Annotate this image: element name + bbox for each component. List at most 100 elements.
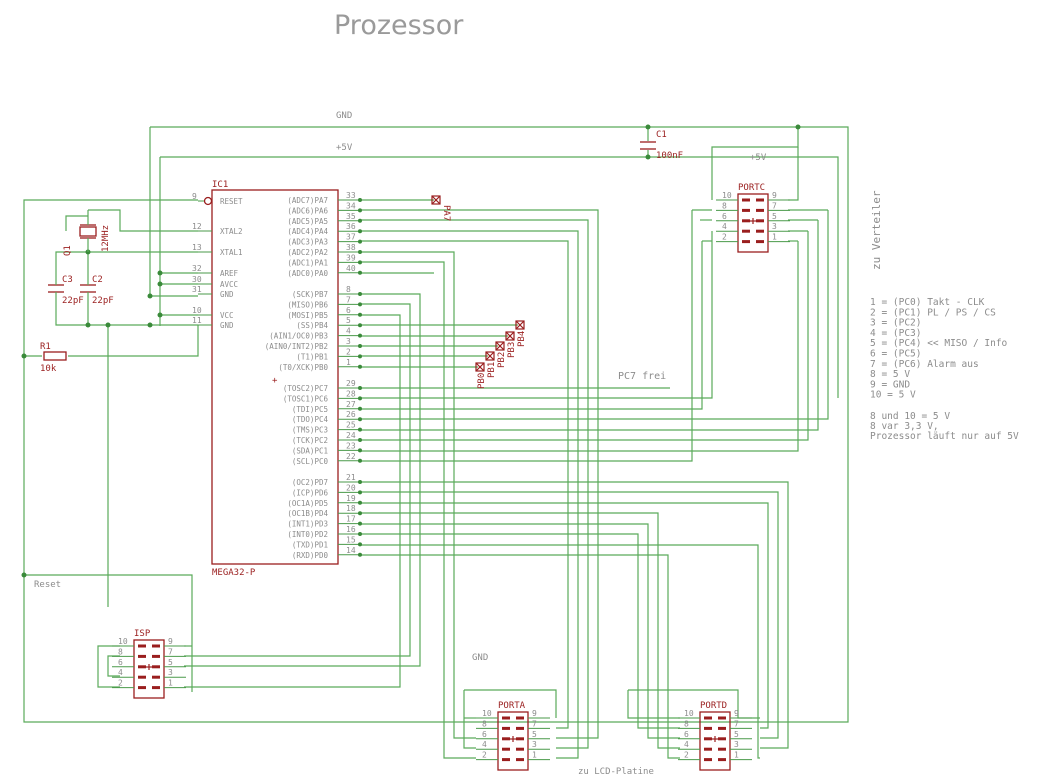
testpoint-label: PB1 [487,362,497,378]
ic-right-pin-number: 14 [346,546,356,555]
ic-right-pin-number: 36 [346,222,356,231]
pin-note-line: 10 = 5 V [870,390,916,401]
testpoint-pb1: PB1 [485,351,497,378]
testpoint-label: PB2 [497,352,507,368]
header-pin-number: 10 [684,709,694,718]
ic-right-pin-label: (AIN1/OC0)PB3 [269,332,328,341]
header-pin-number: 5 [734,730,739,739]
ic-right-pin-number: 15 [346,535,356,544]
header-pin-number: 3 [532,740,537,749]
net-pc7-free: PC7 frei [618,371,666,382]
reset-inversion-circle [203,196,213,206]
net-reset: Reset [34,580,61,590]
testpoint-pb2: PB2 [495,341,507,368]
ic-right-pin-number: 6 [346,306,351,315]
ic-right-pin-label: (MISO)PB6 [287,300,328,309]
ic-right-pin-label: (INT0)PD2 [287,530,328,539]
header-pin-number: 1 [532,751,537,760]
ic-left-pin-number: 12 [192,222,202,231]
ic-right-pin-label: (SDA)PC1 [292,446,328,455]
ic-right-pins: (ADC7)PA733(ADC6)PA634(ADC5)PA535(ADC4)P… [265,191,362,560]
ic-left-pin-label: AREF [220,269,239,278]
testpoint-label: PB3 [507,342,517,358]
header-pin-number: 9 [772,191,777,200]
ic-right-pin-number: 20 [346,483,356,492]
ic-right-pin-label: (ICP)PD6 [292,488,329,497]
junctions [21,124,801,578]
ic-right-pin-label: (ADC4)PA4 [287,227,328,236]
ic-left-pin-number: 30 [192,275,202,284]
q1-name: Q1 [63,245,73,256]
voltage-note-line: 8 und 10 = 5 V [870,411,950,422]
ic-right-pin-label: (MOSI)PB5 [287,311,328,320]
ic-right-pin-label: (TOSC2)PC7 [283,384,328,393]
testpoint-pb3: PB3 [505,331,517,358]
pin-note-line: 7 = (PC6) Alarm aus [870,359,979,370]
ic-right-pin-label: (AIN0/INT2)PB2 [265,342,328,351]
label-zu-verteiler: zu Verteiler [870,190,883,270]
header-pin-number: 6 [684,730,689,739]
ic-right-pin-label: (TDO)PC4 [292,415,329,424]
testpoint-pb4: PB4 [515,320,527,347]
c1-value: 100nF [656,151,683,161]
ic-right-pin-number: 35 [346,212,356,221]
crystal-q1: Q1 12MHz [63,210,111,256]
ic-right-pin-number: 28 [346,389,356,398]
header-pin-number: 9 [168,637,173,646]
c1-name: C1 [656,130,667,140]
ic-right-pin-label: (SCL)PC0 [292,457,329,466]
ic-right-pin-number: 18 [346,504,356,513]
label-zu-lcd: zu LCD-Platine [578,767,654,777]
ic-name: IC1 [212,180,228,190]
net-5v-top: +5V [336,143,353,153]
ic-right-pin-number: 1 [346,358,351,367]
header-pin-number: 5 [532,730,537,739]
ic-right-pin-label: (OC1A)PD5 [287,499,328,508]
header-pin-number: 6 [482,730,487,739]
ic-right-pin-number: 24 [346,431,356,440]
ic-body [211,189,339,565]
header-pin-number: 2 [118,679,123,688]
header-pin-number: 7 [734,719,739,728]
ic-left-pin-label: GND [220,290,234,299]
pin-note-line: 3 = (PC2) [870,318,921,329]
header-pin-number: 5 [772,212,777,221]
testpoint-label: PB0 [477,373,487,389]
header-pin-number: 8 [684,719,689,728]
header-pin-number: 4 [482,740,487,749]
ic-left-pin-label: XTAL1 [220,248,243,257]
pin-note-line: 2 = (PC1) PL / PS / CS [870,307,996,318]
net-gnd-bottom: GND [472,653,488,663]
header-pin-number: 8 [118,647,123,656]
ic-type: MEGA32-P [212,568,256,578]
c2-value: 22pF [92,296,114,306]
ic-right-pin-number: 25 [346,421,356,430]
voltage-note-line: 8 var 3,3 V, [870,421,939,432]
header-pin-number: 4 [684,740,689,749]
pin-note-line: 8 = 5 V [870,369,910,380]
header-pin-number: 4 [722,222,727,231]
ic-right-pin-label: (SCK)PB7 [292,290,328,299]
header-name: PORTA [498,701,526,711]
header-pin-number: 10 [482,709,492,718]
header-name: PORTC [738,183,765,193]
capacitor-c1: C1 100nF [640,130,683,161]
ic-left-pin-number: 31 [192,285,202,294]
ic-left-pin-number: 10 [192,306,202,315]
header-pin-number: 10 [722,191,732,200]
header-pin-number: 6 [118,658,123,667]
ic-right-pin-number: 4 [346,327,351,336]
header-pin-number: 3 [734,740,739,749]
ic-right-pin-label: (ADC3)PA3 [287,238,328,247]
ic-left-pin-label: VCC [220,311,234,320]
r1-name: R1 [40,342,51,352]
testpoint-pa7: PA7 [431,195,451,221]
header-pin-number: 5 [168,658,173,667]
capacitor-c3: C3 22pF [48,270,84,306]
ic-right-pin-number: 23 [346,441,356,450]
